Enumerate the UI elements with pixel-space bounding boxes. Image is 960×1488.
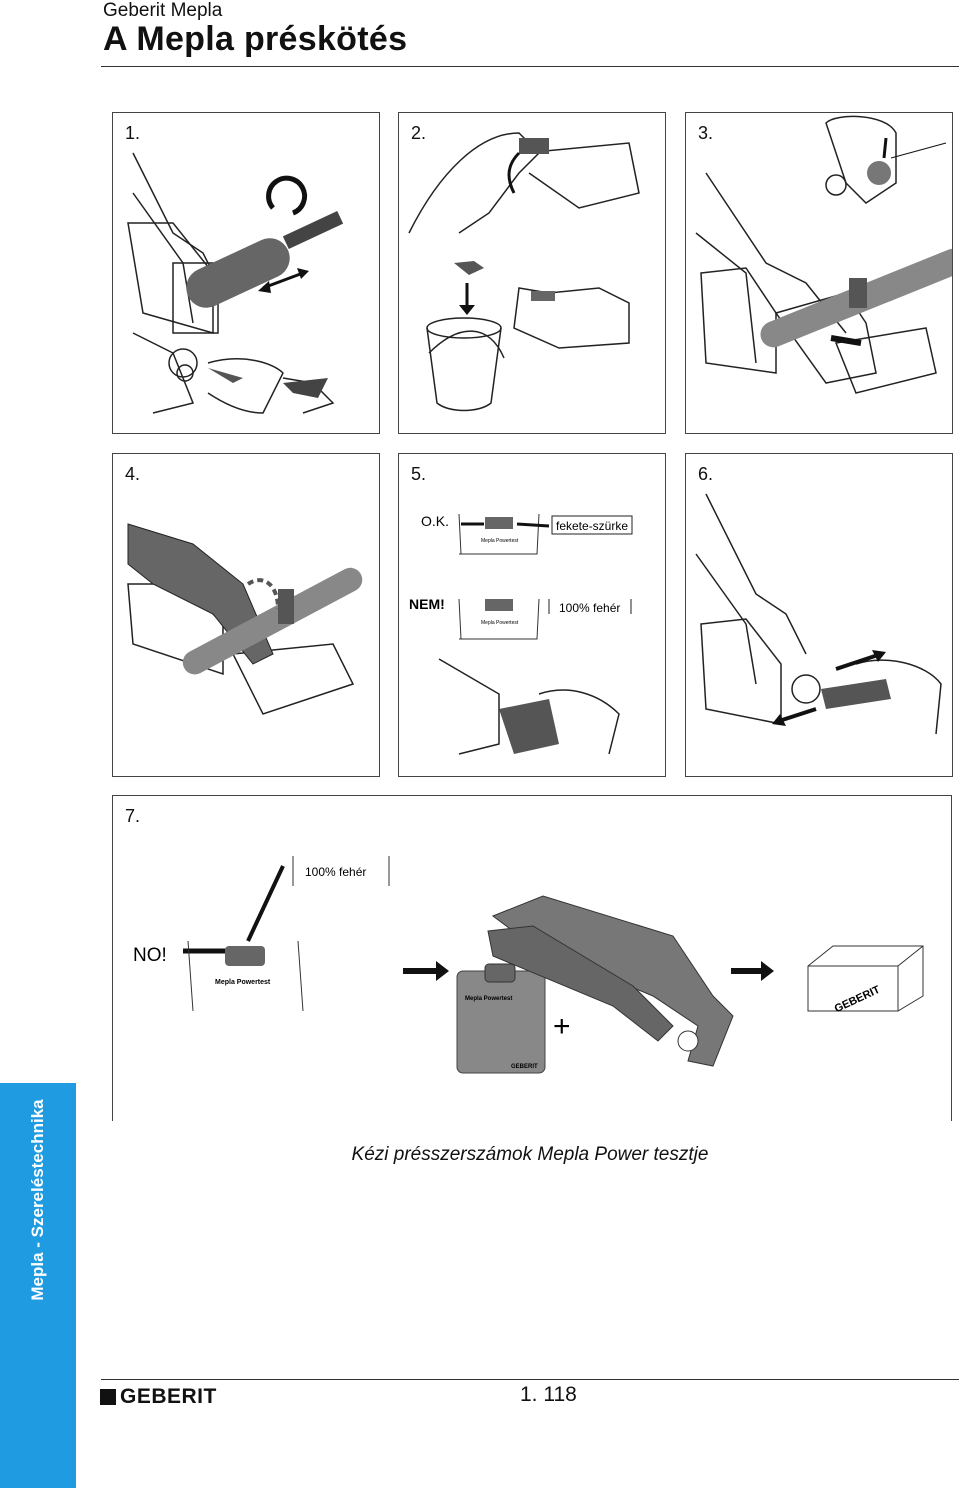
step-2-panel: 2.	[398, 112, 666, 434]
nem-label: NEM!	[409, 596, 445, 612]
step-7-illustration: 100% fehér NO! Mepla Powertest Mepla Pow…	[133, 856, 924, 1074]
plus-sign: +	[553, 1010, 571, 1043]
step-6-panel: 6.	[685, 453, 953, 777]
geberit-logo: GEBERIT	[100, 1385, 217, 1409]
card-label-grey: Mepla Powertest	[465, 996, 512, 1002]
step-number: 5.	[411, 464, 427, 484]
step-number: 7.	[125, 806, 141, 826]
step-1-panel: 1.	[112, 112, 380, 434]
step-7-panel: 7. 100% fehér NO! Mepla Powertest Mepla …	[112, 795, 952, 1121]
no-label: NO!	[133, 945, 167, 966]
card-label-nem: Mepla Powertest	[481, 620, 519, 626]
sidebar-label: Mepla - Szereléstechnika	[28, 1099, 47, 1301]
step-number: 6.	[698, 464, 714, 484]
header-subtitle: Geberit Mepla	[103, 0, 223, 21]
step-3-illustration	[695, 115, 952, 394]
ok-note: fekete-szürke	[556, 519, 628, 533]
step-5-illustration: O.K. Mepla Powertest fekete-szürke NEM! …	[409, 513, 633, 755]
page-title: A Mepla préskötés	[103, 20, 408, 58]
step-number: 1.	[125, 123, 141, 143]
step-number: 2.	[411, 123, 427, 143]
step-5-panel: 5. O.K. Mepla Powertest fekete-szürke NE…	[398, 453, 666, 777]
footer-divider	[101, 1379, 959, 1380]
note-label: 100% fehér	[305, 865, 366, 879]
header-divider	[101, 66, 959, 67]
step-4-illustration	[127, 523, 363, 715]
step-4-panel: 4.	[112, 453, 380, 777]
step-1-illustration	[127, 152, 344, 414]
card-label-ok: Mepla Powertest	[481, 538, 519, 544]
step-6-illustration	[695, 493, 942, 735]
step-2-illustration	[408, 132, 640, 412]
page-number: 1. 118	[520, 1383, 577, 1406]
step-number: 3.	[698, 123, 714, 143]
logo-square-icon	[100, 1389, 116, 1405]
card-label: Mepla Powertest	[215, 979, 271, 986]
sidebar-tab	[0, 1083, 76, 1488]
card-brand: GEBERIT	[511, 1064, 538, 1070]
step-number: 4.	[125, 464, 141, 484]
ok-label: O.K.	[421, 513, 449, 529]
step-3-panel: 3.	[685, 112, 953, 434]
logo-text: GEBERIT	[120, 1385, 217, 1408]
figure-caption: Kézi présszerszámok Mepla Power tesztje	[351, 1144, 709, 1165]
nem-note: 100% fehér	[559, 601, 620, 615]
